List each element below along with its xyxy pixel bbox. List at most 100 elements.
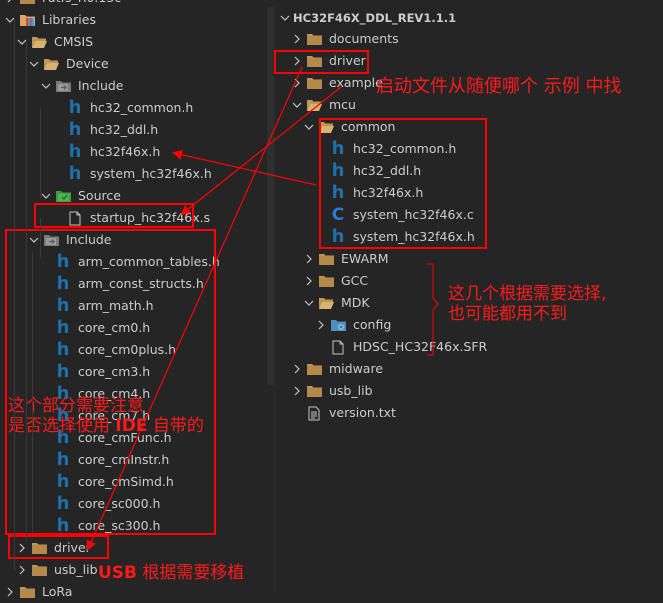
folder-usb-lib[interactable]: usb_lib bbox=[289, 380, 373, 402]
tree-item-label: Device bbox=[66, 56, 109, 71]
folder-icon bbox=[317, 270, 335, 292]
folder-ewarm[interactable]: EWARM bbox=[301, 248, 389, 270]
folder-usb-lib[interactable]: usb_lib bbox=[14, 559, 98, 581]
folder-include[interactable]: Include bbox=[26, 229, 112, 251]
annotation-ide-note-line1: 这个部分需要注意 bbox=[8, 396, 144, 416]
chevron-right-icon[interactable] bbox=[289, 358, 305, 380]
tree-item-label: arm_math.h bbox=[78, 298, 154, 313]
workspace-root-label: HC32F46X_DDL_REV1.1.1 bbox=[293, 11, 457, 25]
right-tree-root[interactable]: HC32F46X_DDL_REV1.1.1 bbox=[277, 7, 456, 29]
chevron-right-icon[interactable] bbox=[289, 72, 305, 94]
folder-source[interactable]: Source bbox=[38, 185, 121, 207]
chevron-right-icon[interactable] bbox=[301, 248, 317, 270]
tree-item-label: system_hc32f46x.h bbox=[90, 166, 212, 181]
folder-include[interactable]: Include bbox=[38, 75, 124, 97]
chevron-down-icon[interactable] bbox=[289, 94, 305, 116]
chevron-right-icon[interactable] bbox=[2, 0, 18, 9]
chevron-right-icon[interactable] bbox=[2, 581, 18, 603]
tree-item-label: system_hc32f46x.c bbox=[353, 207, 474, 222]
indent-spacer bbox=[313, 204, 329, 226]
tree-item-label: documents bbox=[329, 31, 399, 46]
folder-midware[interactable]: midware bbox=[289, 358, 383, 380]
left-panel-scrollbar[interactable] bbox=[267, 7, 274, 385]
chevron-right-icon[interactable] bbox=[301, 270, 317, 292]
chevron-right-icon[interactable] bbox=[289, 380, 305, 402]
folder-lora[interactable]: LoRa bbox=[2, 581, 72, 603]
chevron-down-icon bbox=[277, 7, 293, 29]
indent-guide bbox=[14, 20, 15, 570]
indent-spacer bbox=[313, 160, 329, 182]
file-version-txt[interactable]: version.txt bbox=[289, 402, 396, 424]
folder-icon bbox=[54, 75, 72, 97]
folder-mdk[interactable]: MDK bbox=[301, 292, 370, 314]
folder-cmsis[interactable]: CMSIS bbox=[14, 31, 93, 53]
folder-gcc[interactable]: GCC bbox=[301, 270, 368, 292]
tree-item-label: arm_common_tables.h bbox=[78, 254, 220, 269]
chevron-right-icon[interactable] bbox=[14, 559, 30, 581]
chevron-down-icon[interactable] bbox=[38, 75, 54, 97]
indent-spacer bbox=[313, 226, 329, 248]
folder-common[interactable]: common bbox=[301, 116, 395, 138]
folder-config[interactable]: config bbox=[313, 314, 391, 336]
header-file-icon: h bbox=[56, 361, 70, 382]
file-system-hc32f46x-h[interactable]: h system_hc32f46x.h bbox=[313, 226, 475, 248]
chevron-down-icon[interactable] bbox=[26, 229, 42, 251]
chevron-right-icon[interactable] bbox=[289, 28, 305, 50]
folder-libraries[interactable]: Libraries bbox=[2, 9, 96, 31]
chevron-down-icon[interactable] bbox=[38, 185, 54, 207]
folder-device[interactable]: Device bbox=[26, 53, 109, 75]
chevron-down-icon[interactable] bbox=[301, 292, 317, 314]
folder-documents[interactable]: documents bbox=[289, 28, 399, 50]
folder-fatfs-r0-13c[interactable]: Fatfs_R0.13c bbox=[2, 0, 121, 9]
chevron-right-icon[interactable] bbox=[313, 314, 329, 336]
chevron-right-icon[interactable] bbox=[14, 537, 30, 559]
panel-divider bbox=[274, 0, 275, 594]
tree-item-label: system_hc32f46x.h bbox=[353, 229, 475, 244]
chevron-down-icon[interactable] bbox=[301, 116, 317, 138]
chevron-down-icon[interactable] bbox=[14, 31, 30, 53]
folder-driver[interactable]: driver bbox=[289, 50, 366, 72]
folder-mcu[interactable]: mcu bbox=[289, 94, 356, 116]
indent-spacer bbox=[38, 471, 54, 493]
header-file-icon: h bbox=[56, 427, 70, 448]
file-hdsc-hc32f46x-sfr[interactable]: HDSC_HC32F46x.SFR bbox=[313, 336, 487, 358]
file-startup-hc32f46x-s[interactable]: startup_hc32f46x.s bbox=[50, 207, 210, 229]
chevron-right-icon[interactable] bbox=[289, 50, 305, 72]
folder-icon bbox=[42, 53, 60, 75]
indent-spacer bbox=[38, 515, 54, 537]
tree-item-label: MDK bbox=[341, 295, 370, 310]
folder-icon bbox=[30, 537, 48, 559]
annotation-usb-note: USB 根据需要移植 bbox=[98, 563, 244, 583]
header-file-icon: h bbox=[68, 141, 82, 162]
folder-icon bbox=[329, 314, 347, 336]
folder-icon bbox=[305, 50, 323, 72]
folder-driver[interactable]: driver bbox=[14, 537, 91, 559]
folder-example[interactable]: example bbox=[289, 72, 383, 94]
annotation-toolchain-note-line2: 也可能都用不到 bbox=[448, 304, 567, 324]
folder-icon bbox=[18, 0, 36, 9]
indent-spacer bbox=[313, 336, 329, 358]
chevron-down-icon[interactable] bbox=[2, 9, 18, 31]
chevron-down-icon[interactable] bbox=[26, 53, 42, 75]
indent-spacer bbox=[289, 402, 305, 424]
file-icon bbox=[329, 336, 347, 358]
header-file-icon: h bbox=[331, 226, 345, 247]
